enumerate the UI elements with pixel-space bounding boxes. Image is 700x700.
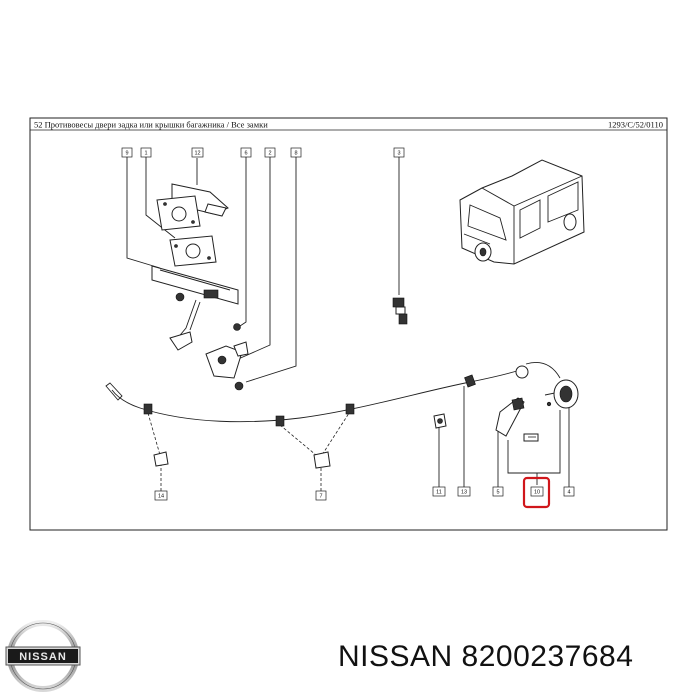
svg-text:6: 6 [244, 151, 247, 157]
brand-name: NISSAN [338, 640, 453, 673]
svg-text:5: 5 [496, 490, 499, 496]
callout-2: 2 [264, 147, 276, 158]
van-illustration [459, 159, 585, 265]
svg-text:14: 14 [158, 494, 164, 500]
callout-6: 6 [240, 147, 252, 158]
svg-text:8: 8 [294, 151, 297, 157]
part-bracket-10 [523, 433, 539, 442]
svg-text:13: 13 [461, 490, 467, 496]
callout-1: 1 [140, 147, 152, 158]
svg-text:4: 4 [567, 490, 570, 496]
part-number: 8200237684 [461, 640, 634, 673]
svg-text:1: 1 [144, 151, 147, 157]
svg-text:3: 3 [397, 151, 400, 157]
svg-text:11: 11 [436, 490, 442, 496]
diagram-reference: 1293/C/52/0110 [608, 120, 663, 130]
svg-text:10: 10 [534, 490, 540, 496]
nissan-logo-text: NISSAN [19, 651, 67, 663]
callout-9: 9 [121, 147, 133, 158]
callout-13: 13 [457, 486, 471, 497]
callout-10: 10 [530, 486, 544, 497]
callout-4: 4 [563, 486, 575, 497]
release-cable [105, 362, 561, 427]
callout-8: 8 [290, 147, 302, 158]
leader-lines [126, 156, 570, 491]
part-clip-7 [313, 451, 331, 469]
part-handle-5 [495, 397, 525, 437]
part-clip-14 [153, 451, 169, 467]
part-mount-plate [169, 235, 217, 267]
part-nut [233, 323, 241, 331]
part-small-screw [546, 401, 552, 407]
svg-text:9: 9 [125, 151, 128, 157]
callout-3: 3 [393, 147, 405, 158]
callout-11: 11 [432, 486, 446, 497]
part-cover-plate [171, 183, 229, 217]
callout-12: 12 [191, 147, 204, 158]
part-lock [205, 341, 249, 379]
callout-14: 14 [154, 490, 168, 501]
highlight-box-part-10 [522, 476, 551, 509]
diagram-title: 52 Противовесы двери задка или крышки ба… [34, 120, 268, 130]
part-washer [234, 381, 244, 391]
part-sensor [392, 297, 408, 325]
part-clip-11 [433, 413, 447, 429]
svg-text:2: 2 [268, 151, 271, 157]
svg-text:7: 7 [319, 494, 322, 500]
callout-7: 7 [315, 490, 327, 501]
callout-5: 5 [492, 486, 504, 497]
svg-text:12: 12 [194, 151, 200, 157]
part-gasket [156, 195, 201, 231]
brand-part-number: NISSAN 8200237684 [338, 640, 633, 674]
nissan-logo: NISSAN [5, 620, 81, 692]
part-handle-assembly [151, 265, 239, 351]
part-handle-cup [553, 379, 579, 409]
